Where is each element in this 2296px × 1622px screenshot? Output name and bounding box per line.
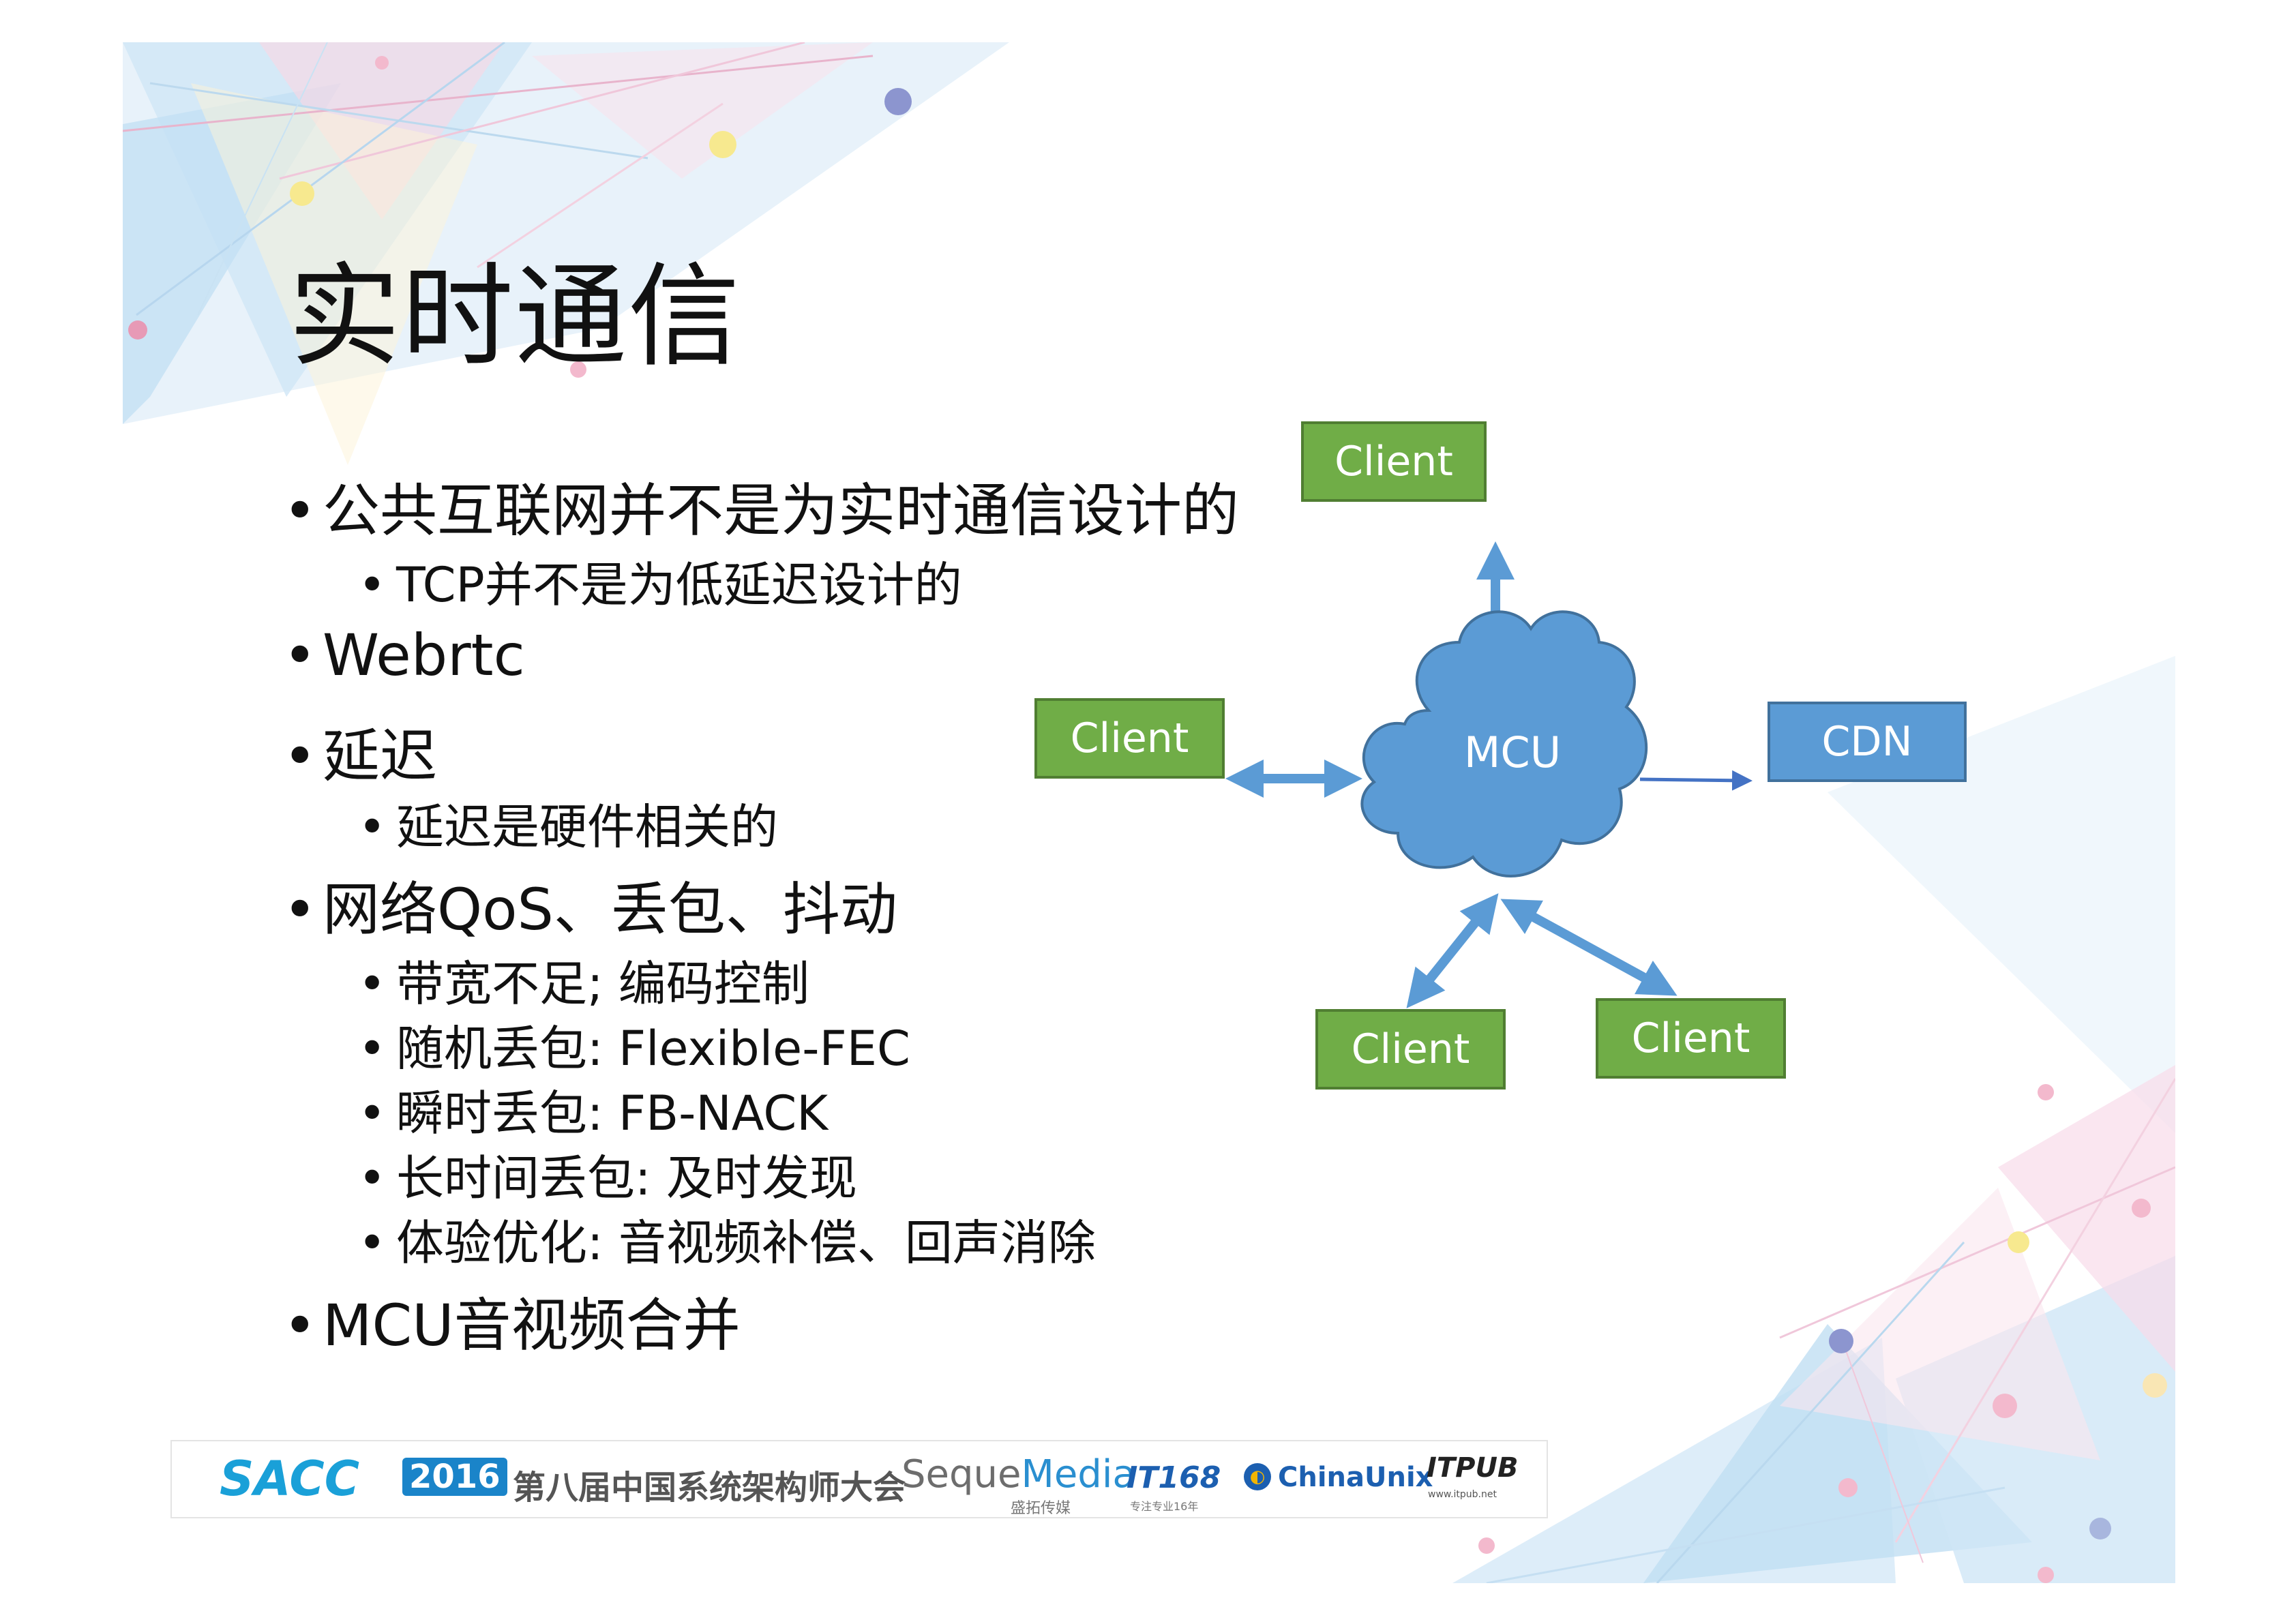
bullet-text: TCP并不是为低延迟设计的 (396, 557, 962, 613)
network-diagram (1225, 541, 1753, 1008)
bullet-text: 延迟是硬件相关的 (396, 799, 778, 855)
seque-media-cn: 盛拓传媒 (1011, 1500, 1071, 1517)
bullet-item: •MCU音视频合并 (283, 1292, 741, 1359)
bullet-item: •带宽不足; 编码控制 (358, 956, 809, 1012)
bullet-item: •延迟是硬件相关的 (358, 799, 778, 855)
it168-sub: 专注专业16年 (1130, 1500, 1199, 1513)
conference-name: 第八届中国系统架构师大会 (513, 1469, 906, 1507)
bullet-text: 延迟 (323, 723, 438, 790)
itpub-url: www.itpub.net (1428, 1489, 1497, 1500)
bullet-item: •瞬时丢包: FB-NACK (358, 1085, 829, 1141)
year-badge: 2016 (402, 1458, 507, 1496)
client-node-top: Client (1301, 421, 1487, 502)
cdn-node: CDN (1768, 702, 1967, 782)
media-text: Media (1021, 1452, 1136, 1497)
sacc-logo: SACC (220, 1451, 360, 1507)
bullet-text: 体验优化: 音视频补偿、回声消除 (396, 1215, 1096, 1271)
bullet-text: 随机丢包: Flexible-FEC (396, 1021, 910, 1077)
bullet-item: •TCP并不是为低延迟设计的 (358, 557, 962, 613)
bullet-item: •网络QoS、丢包、抖动 (283, 876, 897, 943)
slide-title: 实时通信 (288, 252, 742, 382)
chinaunix-logo: ChinaUnix (1278, 1462, 1433, 1493)
bullet-item: •体验优化: 音视频补偿、回声消除 (358, 1215, 1096, 1271)
arrow-bottom-left (1406, 893, 1499, 1008)
bullet-item: •公共互联网并不是为实时通信设计的 (283, 477, 1240, 544)
seque-media-logo: SequeMedia (901, 1452, 1136, 1497)
itpub-logo: ITPUB (1427, 1452, 1519, 1484)
arrow-to-cdn (1639, 770, 1753, 791)
client-node-bottom-right: Client (1596, 998, 1786, 1079)
client-node-bottom-left: Client (1315, 1009, 1506, 1090)
client-node-left: Client (1034, 698, 1225, 779)
bullet-text: Webrtc (323, 622, 525, 689)
it168-logo: IT168 (1127, 1460, 1221, 1495)
bullet-text: MCU音视频合并 (323, 1292, 741, 1359)
footer-banner: SACC 2016 第八届中国系统架构师大会 SequeMedia 盛拓传媒 I… (170, 1440, 1548, 1518)
bullet-text: 网络QoS、丢包、抖动 (323, 876, 897, 943)
bullet-text: 瞬时丢包: FB-NACK (396, 1085, 829, 1141)
bullet-text: 公共互联网并不是为实时通信设计的 (323, 477, 1240, 544)
bullet-text: 带宽不足; 编码控制 (396, 956, 809, 1012)
bullet-item: •长时间丢包: 及时发现 (358, 1150, 857, 1206)
mcu-label: MCU (1463, 727, 1562, 777)
mcu-cloud (1360, 610, 1648, 877)
slide: 实时通信 •公共互联网并不是为实时通信设计的 •TCP并不是为低延迟设计的 •W… (123, 42, 2175, 1583)
seque-text: Seque (901, 1452, 1022, 1497)
bullet-item: •延迟 (283, 723, 438, 790)
arrow-bottom-right (1500, 899, 1678, 996)
chinaunix-icon: ◐ (1244, 1463, 1271, 1490)
bullet-item: •Webrtc (283, 622, 525, 689)
bullet-item: •随机丢包: Flexible-FEC (358, 1021, 910, 1077)
bullet-text: 长时间丢包: 及时发现 (396, 1150, 857, 1206)
